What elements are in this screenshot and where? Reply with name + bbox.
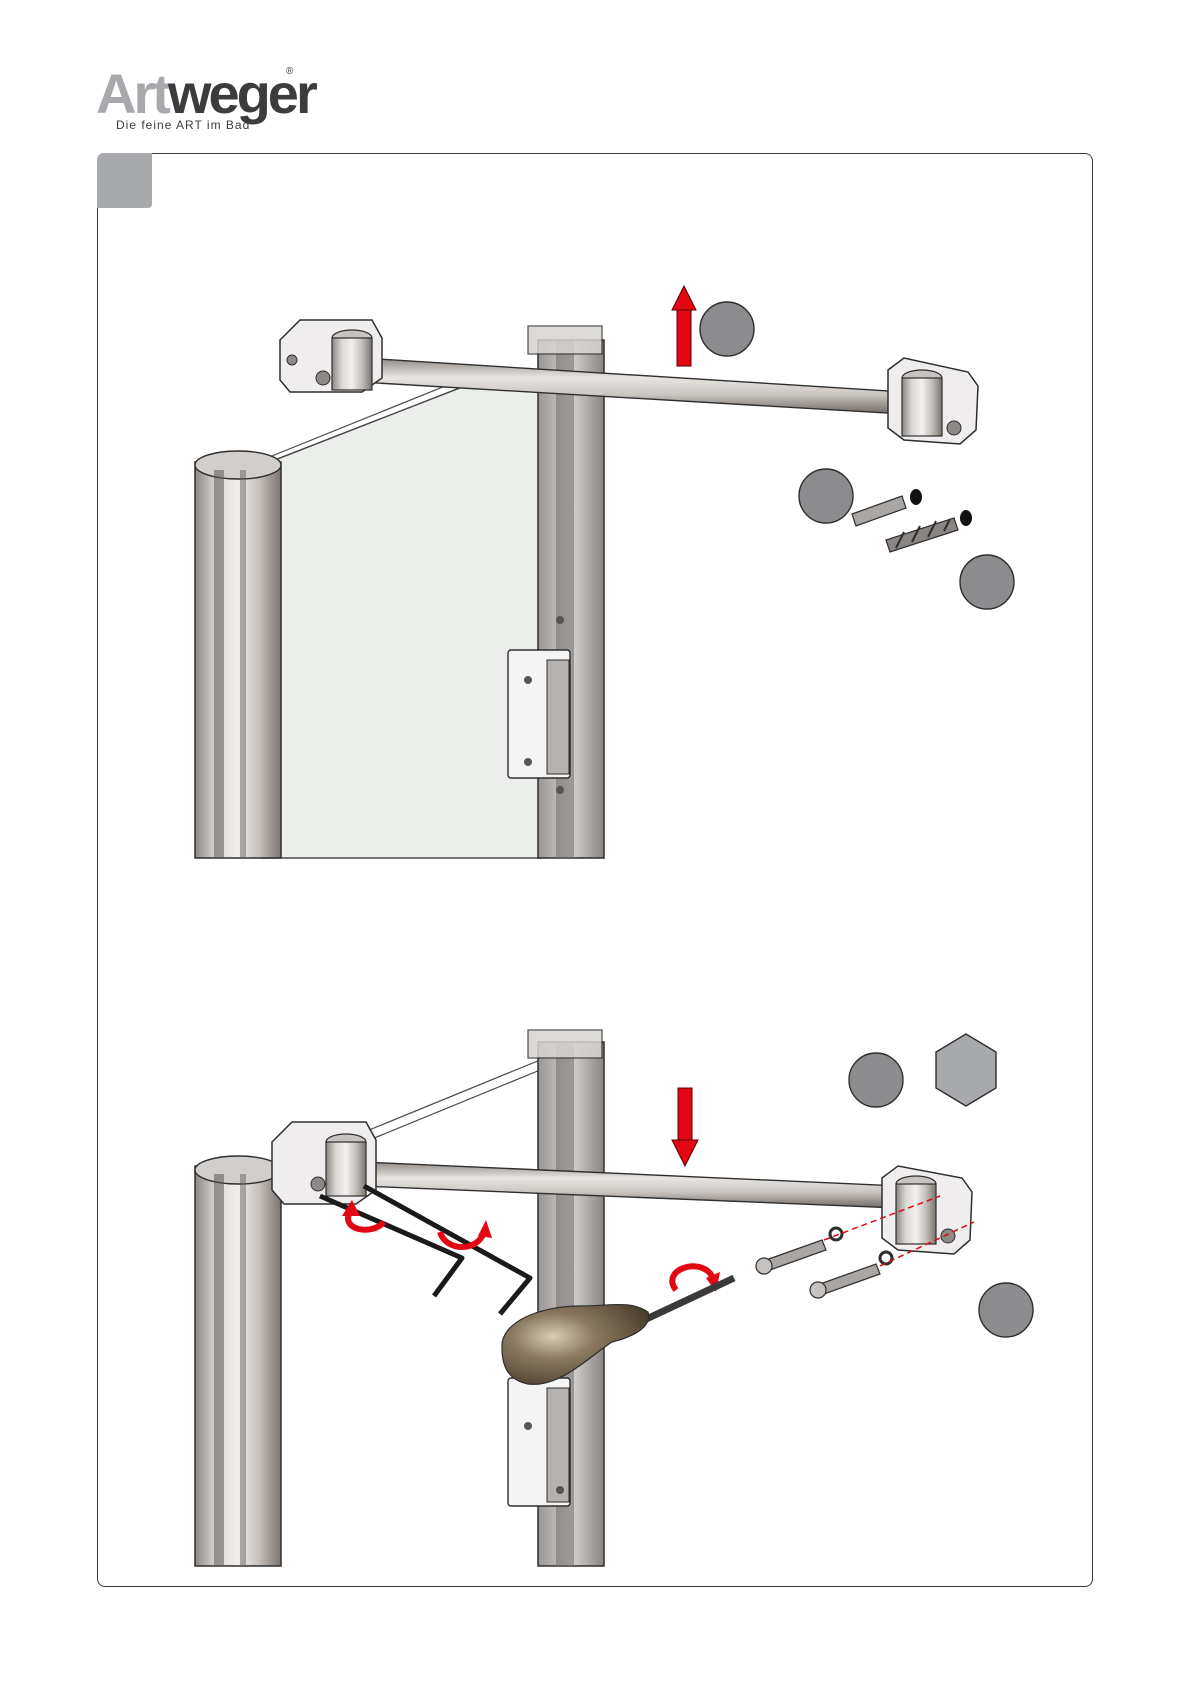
arrow-down-icon <box>672 1088 698 1166</box>
step-b-illustration <box>195 1030 1033 1566</box>
callout-circle-screws <box>979 1283 1033 1337</box>
wall-plug-icon <box>852 489 922 526</box>
round-profile-lower <box>195 1166 281 1566</box>
glass-panel <box>262 382 540 858</box>
callout-circle-dowel <box>799 469 853 523</box>
arrow-up-icon <box>672 286 696 366</box>
screwdriver-icon <box>502 1278 734 1384</box>
drill-bit-icon <box>886 510 972 552</box>
screw-icon <box>756 1228 892 1298</box>
callout-circle-lift <box>700 302 754 356</box>
right-mount <box>888 358 978 444</box>
right-mount-lower <box>882 1166 972 1254</box>
callout-circle-tools <box>849 1053 903 1107</box>
stabilizer-bar-lower <box>360 1162 900 1208</box>
callout-circle-drill <box>960 555 1014 609</box>
left-mount-lower <box>272 1122 376 1204</box>
left-wall-mount <box>280 320 382 392</box>
hexagon-icon <box>936 1034 996 1106</box>
round-profile <box>195 462 281 858</box>
step-a-illustration <box>195 286 1014 858</box>
